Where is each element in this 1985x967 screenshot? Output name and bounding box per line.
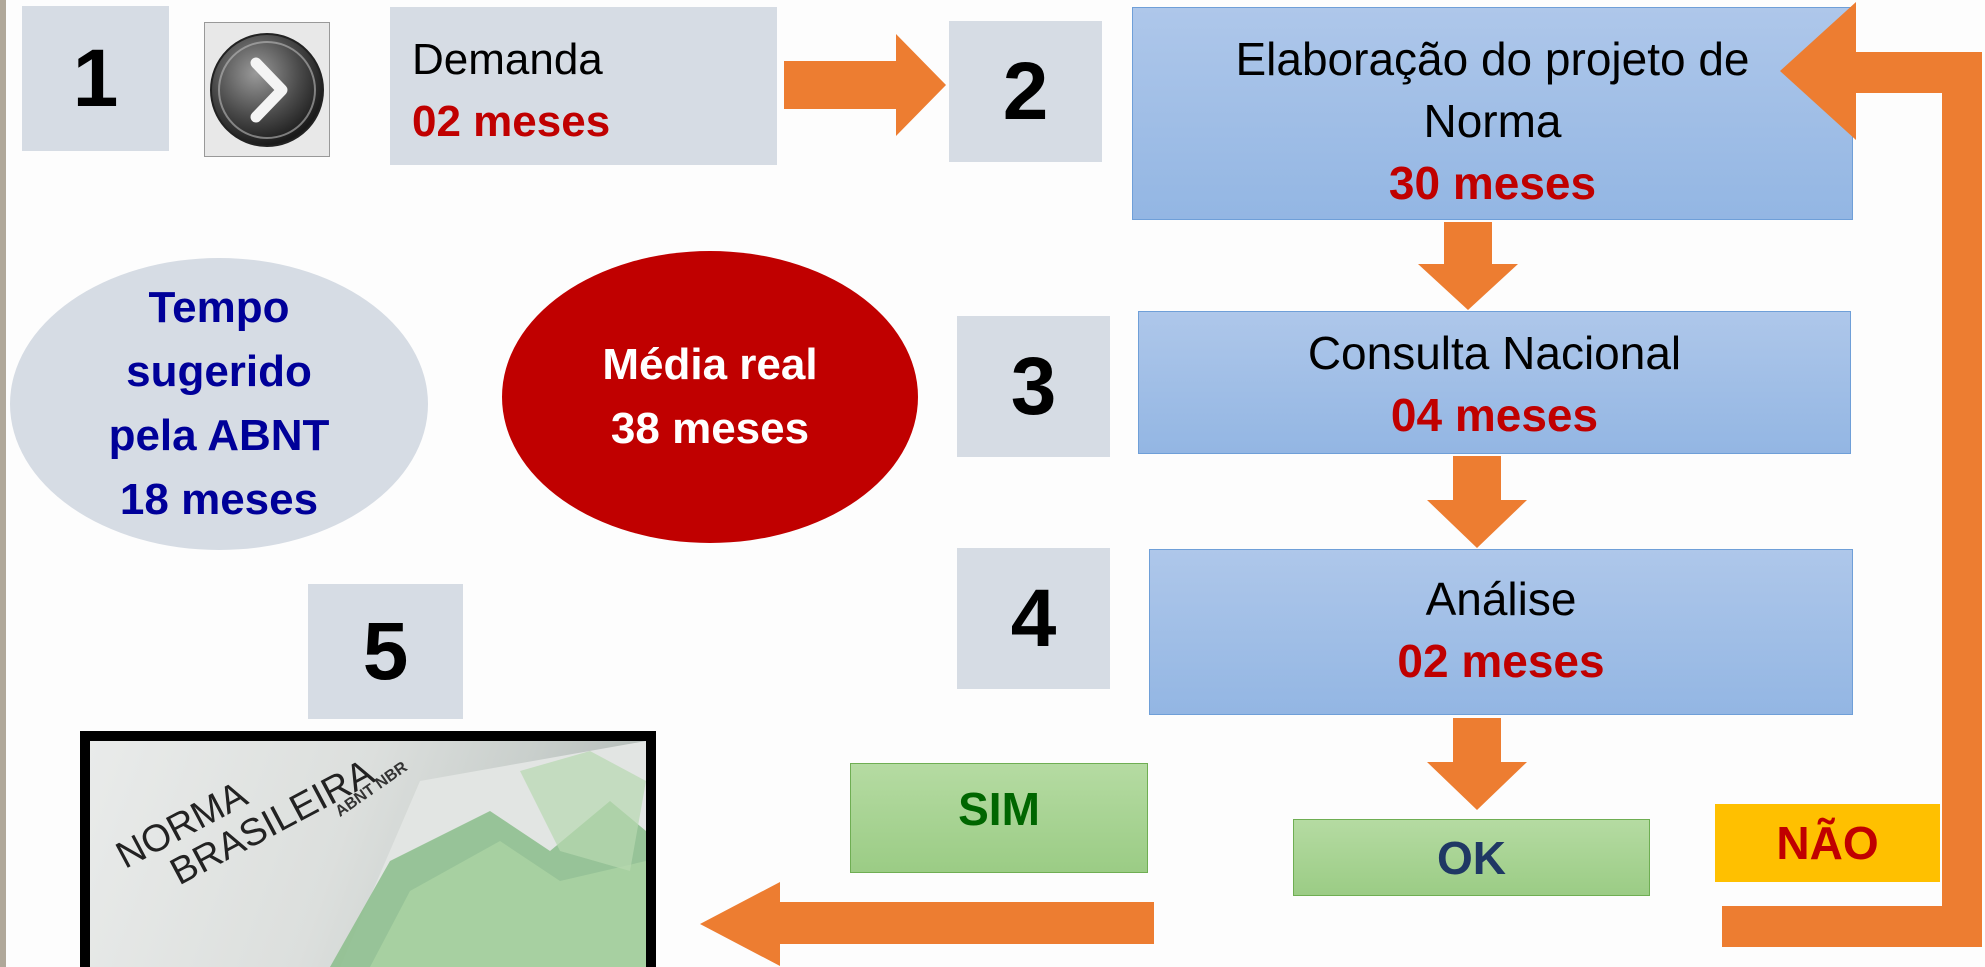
ok-box: OK bbox=[1293, 819, 1650, 896]
step-number-4: 4 bbox=[957, 548, 1110, 689]
arrow-down-step2-to-step3 bbox=[1418, 222, 1518, 310]
step-3-label: Consulta Nacional bbox=[1307, 327, 1682, 379]
arrow-right-step1-to-step2 bbox=[784, 34, 946, 136]
norma-brasileira-photo: NORMA BRASILEIRA ABNT NBR bbox=[80, 731, 656, 967]
step-number-text: 1 bbox=[72, 32, 119, 124]
average-line-1: Média real bbox=[602, 340, 818, 389]
arrow-left-to-step5 bbox=[700, 882, 1154, 966]
suggested-line-1: Tempo bbox=[148, 283, 290, 332]
step-1-duration: 02 meses bbox=[412, 97, 611, 146]
sim-label: SIM bbox=[958, 783, 1040, 835]
step-1-box: Demanda 02 meses bbox=[390, 7, 777, 165]
step-number-1: 1 bbox=[22, 6, 169, 151]
sim-box: SIM bbox=[850, 763, 1148, 873]
step-number-text: 2 bbox=[1002, 45, 1049, 137]
step-number-5: 5 bbox=[308, 584, 463, 719]
step-2-box: Elaboração do projeto de Norma 30 meses bbox=[1132, 7, 1853, 220]
document-pages-illustration bbox=[330, 741, 646, 967]
step-3-duration: 04 meses bbox=[1390, 389, 1599, 441]
chevron-right-icon bbox=[210, 32, 324, 147]
nao-box: NÃO bbox=[1715, 804, 1940, 882]
real-average-ellipse: Média real 38 meses bbox=[502, 251, 918, 543]
suggested-line-4: 18 meses bbox=[119, 475, 319, 524]
step-4-duration: 02 meses bbox=[1397, 635, 1605, 687]
step-number-text: 3 bbox=[1010, 340, 1057, 432]
average-line-2: 38 meses bbox=[610, 404, 810, 453]
step-number-2: 2 bbox=[949, 21, 1102, 162]
next-button[interactable] bbox=[204, 22, 330, 157]
nao-label: NÃO bbox=[1776, 817, 1879, 869]
step-number-text: 5 bbox=[362, 605, 409, 697]
arrow-down-step4-to-ok bbox=[1427, 718, 1527, 810]
step-1-label: Demanda bbox=[412, 35, 603, 84]
suggested-time-ellipse: Tempo sugerido pela ABNT 18 meses bbox=[10, 258, 428, 550]
step-4-box: Análise 02 meses bbox=[1149, 549, 1853, 715]
arrow-feedback-loop bbox=[1722, 2, 1982, 947]
step-2-label-line1: Elaboração do projeto de bbox=[1235, 33, 1750, 85]
step-2-label-line2: Norma bbox=[1423, 95, 1562, 147]
step-2-duration: 30 meses bbox=[1388, 157, 1597, 209]
step-4-label: Análise bbox=[1425, 573, 1577, 625]
arrow-down-step3-to-step4 bbox=[1427, 456, 1527, 548]
left-edge-bar bbox=[0, 0, 6, 967]
suggested-line-2: sugerido bbox=[126, 347, 312, 396]
ok-label: OK bbox=[1437, 831, 1506, 884]
step-number-text: 4 bbox=[1010, 572, 1057, 664]
step-3-box: Consulta Nacional 04 meses bbox=[1138, 311, 1851, 454]
suggested-line-3: pela ABNT bbox=[108, 411, 330, 460]
step-number-3: 3 bbox=[957, 316, 1110, 457]
